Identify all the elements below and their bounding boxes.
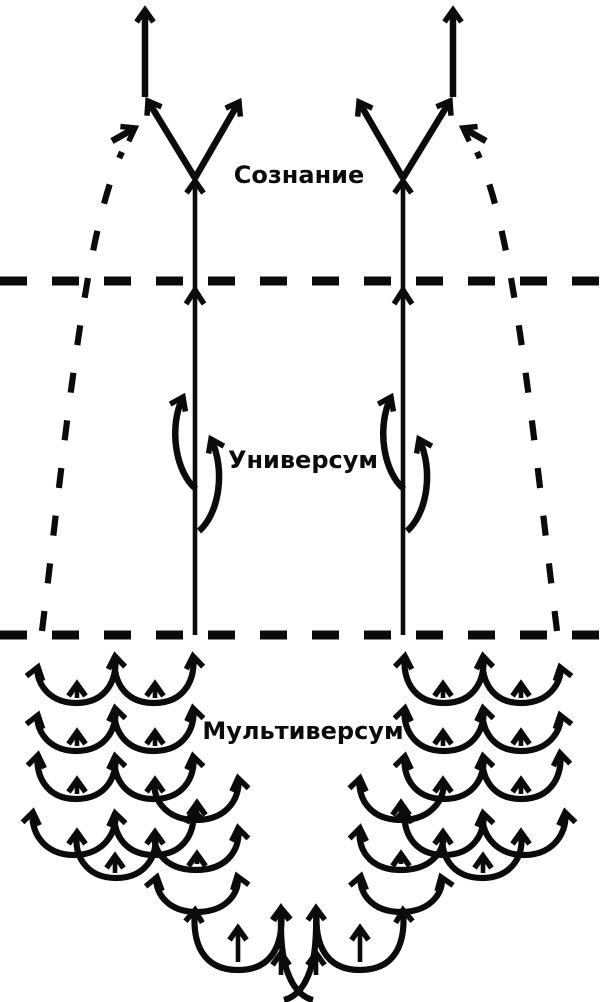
multiverse-cascade-right [313, 773, 455, 974]
branch-cup [111, 703, 206, 755]
trunk-arm [283, 903, 328, 1002]
consciousness-label: Сознание [234, 161, 365, 189]
trunk-arm [269, 903, 314, 1002]
funnel-dashed-left [38, 123, 140, 632]
branch-cup [479, 748, 573, 803]
branch-cup [479, 807, 578, 859]
multiverse-zone: Мультиверсум [20, 651, 578, 1002]
multiverse-right-wing [392, 651, 578, 882]
branch-cup [439, 835, 525, 882]
branch-cup [73, 835, 159, 882]
consciousness-zone: Сознание [134, 5, 464, 635]
branch-cup [347, 773, 447, 824]
multiverse-left-wing [20, 651, 206, 882]
loop-arrow [168, 392, 199, 492]
consciousness-branch-right [354, 5, 464, 635]
universe-label: Универсум [228, 446, 378, 474]
universe-loop-arrows-right [376, 392, 434, 534]
funnel-tip-arrow [458, 123, 488, 144]
branch-cup [348, 871, 455, 916]
loop-arrow [404, 434, 434, 534]
funnel-tip-arrow [110, 123, 140, 144]
universe-zone: Универсум [168, 392, 434, 534]
funnel-dashed-right [458, 123, 561, 632]
loop-arrow [376, 392, 407, 492]
fork-arm-arrow [354, 97, 406, 180]
branch-cup [347, 823, 447, 874]
consciousness-branch-left [134, 5, 244, 635]
fork-arm-arrow [400, 96, 454, 180]
multiverse-cascade-left [143, 773, 293, 974]
branch-cup [151, 823, 251, 874]
fork-arm-arrow [144, 96, 198, 180]
fork-arm-arrow [192, 97, 244, 180]
dashed-curve [474, 150, 561, 632]
branch-cup [111, 751, 206, 803]
branch-cup [479, 655, 574, 707]
branch-cup [111, 651, 206, 707]
dashed-curve [38, 150, 125, 632]
multiverse-trunk [269, 903, 328, 1002]
world-line-chevron [391, 284, 415, 306]
branch-cup [143, 871, 251, 916]
branch-cup [479, 707, 574, 755]
loop-arrow [196, 434, 226, 534]
universe-loop-arrows-left [168, 392, 226, 534]
multiverse-label: Мультиверсум [202, 717, 403, 745]
world-line-chevron [183, 284, 207, 306]
branch-cup [151, 773, 251, 824]
